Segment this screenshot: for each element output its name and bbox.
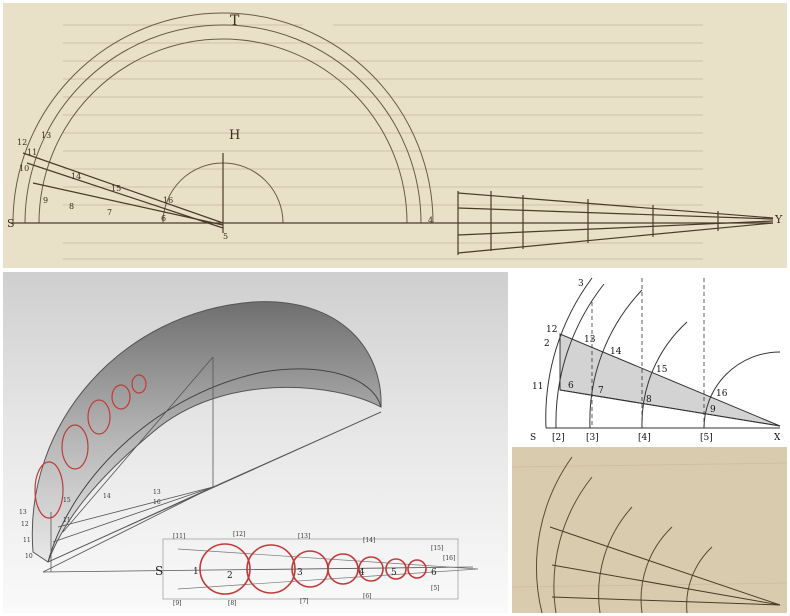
wedge-lines xyxy=(546,389,781,429)
manuscript-detail-panel xyxy=(512,447,787,613)
model-3d-panel: S 1 2 3 4 5 6 [11] [12] [13] [14] [15] [… xyxy=(3,272,508,613)
wedge-diagram-panel: 3 12 2 13 14 15 16 11 6 7 8 9 S [2] [3] … xyxy=(512,272,787,444)
svg-text:1: 1 xyxy=(193,567,199,577)
svg-text:13: 13 xyxy=(584,335,596,345)
svg-text:6: 6 xyxy=(568,381,574,391)
manuscript-panel: T H S Y 12 11 10 13 14 15 16 9 8 7 6 5 4 xyxy=(3,3,787,268)
svg-text:15: 15 xyxy=(111,184,121,193)
svg-text:[5]: [5] xyxy=(700,433,713,443)
svg-text:11: 11 xyxy=(27,148,37,157)
svg-text:2: 2 xyxy=(227,571,233,581)
svg-text:[15]: [15] xyxy=(431,545,443,552)
wedge-shape xyxy=(559,333,781,427)
svg-text:8: 8 xyxy=(646,395,652,405)
svg-text:16: 16 xyxy=(153,499,161,506)
svg-text:11: 11 xyxy=(23,537,31,544)
svg-text:8: 8 xyxy=(69,202,74,211)
svg-text:[16]: [16] xyxy=(443,555,455,562)
svg-text:[6]: [6] xyxy=(363,593,372,600)
manuscript-detail-drawing xyxy=(512,456,787,613)
svg-text:15: 15 xyxy=(63,497,71,504)
svg-text:3: 3 xyxy=(297,568,303,578)
svg-text:2: 2 xyxy=(544,339,550,349)
svg-text:4: 4 xyxy=(428,216,433,225)
svg-text:4: 4 xyxy=(359,568,365,578)
svg-text:[12]: [12] xyxy=(233,531,245,538)
svg-text:14: 14 xyxy=(71,172,81,181)
svg-text:12: 12 xyxy=(546,325,557,335)
model-construction-lines xyxy=(42,356,474,573)
svg-text:7: 7 xyxy=(107,208,112,217)
strip-circle-numbers: 1 2 3 4 5 6 xyxy=(193,567,437,581)
wedge-dashed-lines xyxy=(591,278,705,428)
svg-text:7: 7 xyxy=(598,386,604,396)
wedge-diagram: 3 12 2 13 14 15 16 11 6 7 8 9 S [2] [3] … xyxy=(530,277,781,443)
svg-text:[8]: [8] xyxy=(228,600,237,607)
wedge-axis-labels: S [2] [3] [4] [5] X xyxy=(530,433,781,443)
svg-text:[14]: [14] xyxy=(363,537,375,544)
svg-text:[7]: [7] xyxy=(300,598,309,605)
svg-text:13: 13 xyxy=(41,131,51,140)
circle-strip-frame xyxy=(162,538,459,600)
svg-text:[2]: [2] xyxy=(552,433,565,443)
svg-text:13: 13 xyxy=(19,509,27,516)
svg-text:5: 5 xyxy=(223,232,228,241)
point-S: S xyxy=(7,217,15,230)
manuscript-rays xyxy=(11,152,774,255)
svg-text:13: 13 xyxy=(153,489,161,496)
svg-text:[5]: [5] xyxy=(431,585,440,592)
svg-text:9: 9 xyxy=(710,405,716,415)
svg-text:X: X xyxy=(774,433,781,443)
svg-text:10: 10 xyxy=(25,553,33,560)
svg-text:[11]: [11] xyxy=(173,533,185,540)
svg-text:11: 11 xyxy=(63,517,71,524)
svg-text:9: 9 xyxy=(43,196,48,205)
svg-text:6: 6 xyxy=(161,214,166,223)
svg-text:10: 10 xyxy=(19,164,29,173)
svg-text:12: 12 xyxy=(21,521,29,528)
svg-text:5: 5 xyxy=(391,568,397,578)
svg-text:[9]: [9] xyxy=(173,600,182,607)
strip-S: S xyxy=(155,564,163,578)
svg-text:12: 12 xyxy=(17,138,27,147)
svg-text:3: 3 xyxy=(578,279,584,289)
wedge-labels: 3 12 2 13 14 15 16 11 6 7 8 9 xyxy=(532,279,728,415)
svg-text:[4]: [4] xyxy=(638,433,651,443)
svg-text:6: 6 xyxy=(431,568,437,578)
model-side-numbers: 13 12 11 10 15 14 13 16 11 xyxy=(19,489,161,560)
manuscript-numbers: 12 11 10 13 14 15 16 9 8 7 6 5 4 xyxy=(17,131,433,241)
dome-circles xyxy=(34,374,147,519)
svg-text:16: 16 xyxy=(163,196,173,205)
dome-shell xyxy=(31,301,382,563)
letter-T: T xyxy=(230,13,240,29)
svg-text:14: 14 xyxy=(610,347,622,357)
model-3d-drawing: S 1 2 3 4 5 6 [11] [12] [13] [14] [15] [… xyxy=(19,301,479,607)
svg-text:S: S xyxy=(530,433,536,443)
detail-rays xyxy=(549,526,781,606)
strip-circles xyxy=(199,543,427,595)
manuscript-text-lines xyxy=(63,24,703,260)
svg-text:[3]: [3] xyxy=(586,433,599,443)
strip-legend: [11] [12] [13] [14] [15] [16] [9] [8] [7… xyxy=(173,531,455,607)
svg-text:16: 16 xyxy=(716,389,728,399)
letter-H: H xyxy=(229,128,240,143)
svg-text:11: 11 xyxy=(532,382,543,392)
svg-text:[13]: [13] xyxy=(298,533,310,540)
detail-arcs xyxy=(536,456,713,613)
manuscript-drawing: T H S Y 12 11 10 13 14 15 16 9 8 7 6 5 4 xyxy=(7,12,783,260)
svg-text:14: 14 xyxy=(103,493,111,500)
svg-text:15: 15 xyxy=(656,365,668,375)
point-Y: Y xyxy=(774,213,783,226)
